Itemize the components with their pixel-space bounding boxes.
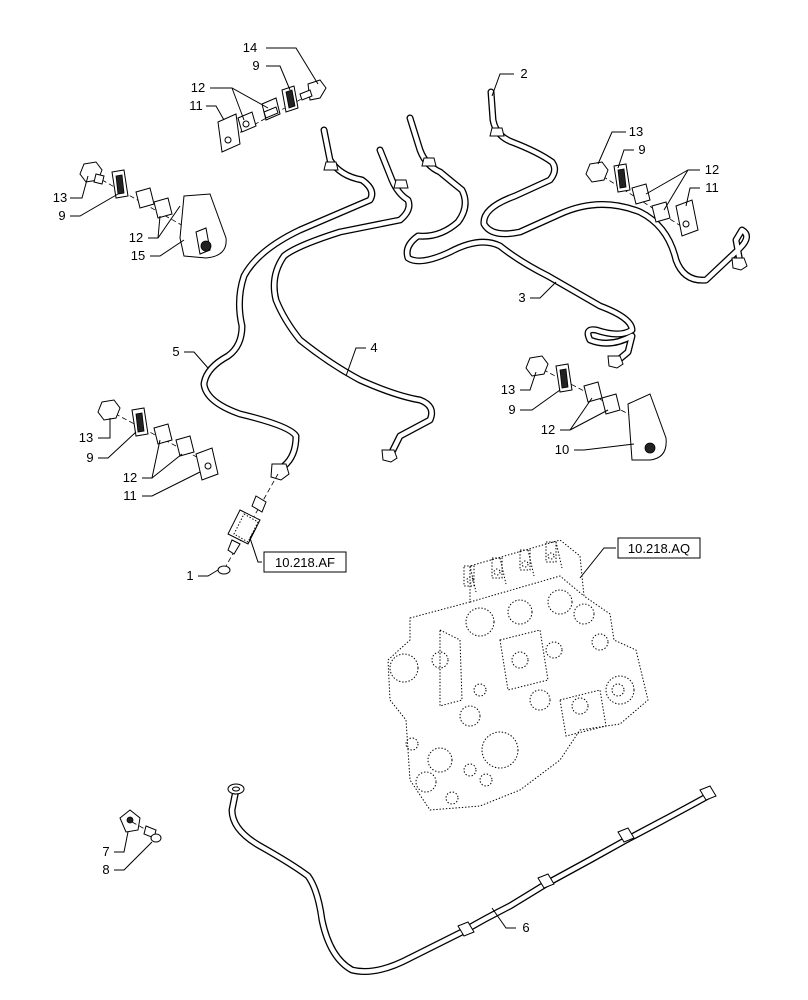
reference-box-aq[interactable]: 10.218.AQ <box>617 537 701 559</box>
callout-9: 9 <box>86 450 93 465</box>
callout-11: 11 <box>123 488 137 503</box>
callout-5: 5 <box>172 344 179 359</box>
clamp-set-right <box>585 161 699 237</box>
bolt-set-7-8 <box>119 809 162 843</box>
pipe-4 <box>270 146 436 463</box>
clamp-set-upper-left <box>79 161 227 259</box>
callout-labels: 14 9 12 11 2 13 9 12 15 13 9 12 11 3 4 5… <box>53 40 719 935</box>
callout-11: 11 <box>189 98 203 113</box>
callout-3: 3 <box>518 290 525 305</box>
callout-13: 13 <box>501 382 515 397</box>
pipe-3 <box>403 114 636 369</box>
callout-13: 13 <box>629 124 643 139</box>
callout-9: 9 <box>508 402 515 417</box>
callout-9: 9 <box>252 58 259 73</box>
callout-6: 6 <box>522 920 529 935</box>
callout-11: 11 <box>705 180 719 195</box>
callout-7: 7 <box>102 844 109 859</box>
pipe-5 <box>200 126 376 481</box>
callout-12: 12 <box>705 162 719 177</box>
reference-label-aq: 10.218.AQ <box>628 541 690 556</box>
clamp-set-lower-left <box>97 399 219 481</box>
callout-13: 13 <box>79 430 93 445</box>
reference-box-af[interactable]: 10.218.AF <box>263 551 347 573</box>
callout-9: 9 <box>638 142 645 157</box>
callout-12: 12 <box>191 80 205 95</box>
callout-13: 13 <box>53 190 67 205</box>
callout-12: 12 <box>541 422 555 437</box>
leader-lines <box>70 47 700 929</box>
callout-1: 1 <box>186 568 193 583</box>
callout-14: 14 <box>243 40 257 55</box>
callout-2: 2 <box>520 66 527 81</box>
clamp-set-middle-right <box>525 355 667 461</box>
callout-15: 15 <box>131 248 145 263</box>
callout-12: 12 <box>129 230 143 245</box>
pipe-6 <box>227 783 717 975</box>
reference-label-af: 10.218.AF <box>275 555 335 570</box>
callout-10: 10 <box>555 442 569 457</box>
pipe-2 <box>480 88 750 284</box>
callout-9: 9 <box>58 208 65 223</box>
clamp-set-top-middle <box>217 79 327 153</box>
callout-12: 12 <box>123 470 137 485</box>
injection-pump <box>387 539 649 811</box>
callout-4: 4 <box>370 340 377 355</box>
callout-8: 8 <box>102 862 109 877</box>
